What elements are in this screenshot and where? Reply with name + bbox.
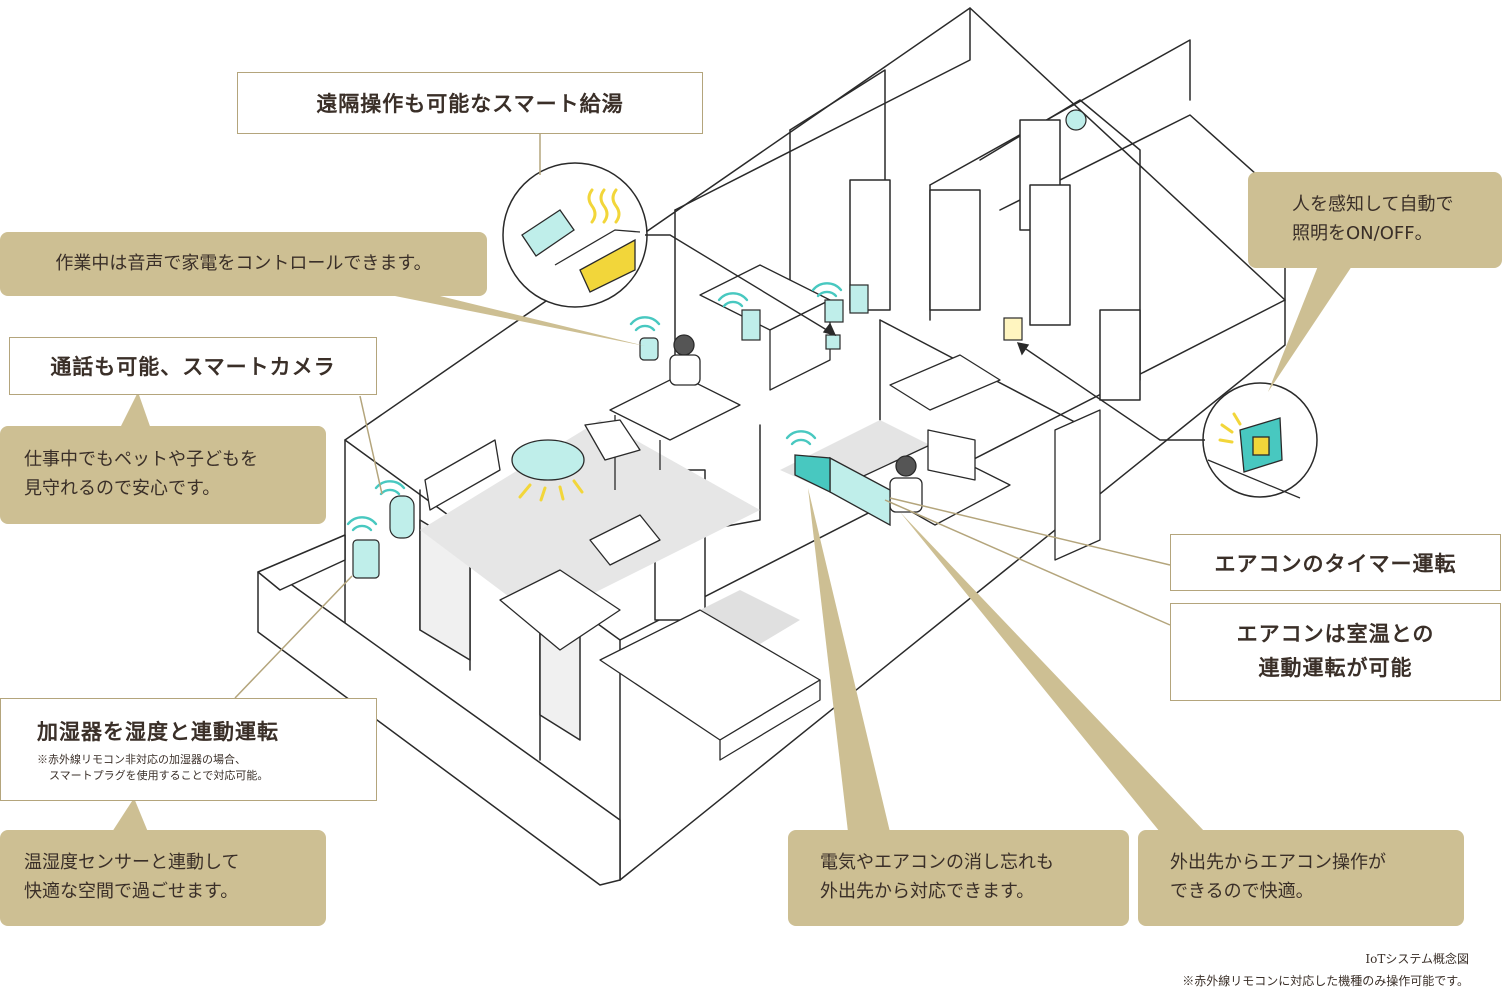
tv-stand [424,439,501,511]
sensor-light [1065,109,1087,131]
humidifier-note: ※赤外線リモコン非対応の加湿器の場合、 スマートプラグを使用することで対応可能。 [1,752,268,783]
power-off-line-2: 外出先から対応できます。 [820,881,1035,902]
dining-table [609,374,741,441]
air-conditioner [794,454,891,527]
motion-sensor [1003,317,1023,341]
humidifier-note-line-1: ※赤外線リモコン非対応の加湿器の場合、 [37,753,246,767]
hall-sensor [824,299,844,323]
smart-camera-label: 通話も可能、スマートカメラ [9,337,377,395]
smart-hot-water-label: 遠隔操作も可能なスマート給湯 [237,72,703,134]
sofa [499,569,621,651]
motion-light-line-1: 人を感知して自動で [1292,194,1454,216]
pointer-voice [395,296,645,346]
door-4 [1099,309,1141,401]
thermo-sensor-line-2: 快適な空間で過ごせます。 [24,881,239,902]
leader-camera [359,395,383,495]
ceiling-light [511,439,585,502]
ac-remote-callout: 外出先からエアコン操作が できるので快適。 [1138,830,1464,926]
voice-control-text: 作業中は音声で家電をコントロールできます。 [55,252,432,274]
camera-desc-callout: 仕事中でもペットや子どもを 見守れるので安心です。 [0,426,326,524]
sink [889,354,1001,411]
door-2 [929,189,981,311]
interior-walls [674,7,971,211]
wifi-icon [811,282,843,298]
person-desk [895,455,917,477]
hall-panel [849,284,869,314]
humidifier-note-line-2: スマートプラグを使用することで対応可能。 [49,768,269,782]
ac-timer-label: エアコンのタイマー運転 [1170,534,1501,591]
camera-desc-line-1: 仕事中でもペットや子どもを [24,449,258,471]
person-dining [673,334,695,356]
pointer-thermo [112,798,148,832]
pointer-remote [900,512,1205,832]
pointer-power [808,488,890,832]
smart-camera-text: 通話も可能、スマートカメラ [50,355,336,379]
fridge [1054,409,1101,561]
ac-linked-line-1: エアコンは室温との [1236,622,1435,647]
wifi-icon [717,292,749,308]
voice-control-callout: 作業中は音声で家電をコントロールできます。 [0,232,487,296]
pointer-motion [1268,266,1352,392]
humidifier-label: 加湿器を湿度と連動運転 ※赤外線リモコン非対応の加湿器の場合、 スマートプラグを… [0,698,377,801]
camera-device [389,495,415,539]
thermo-sensor-line-1: 温湿度センサーと連動して [24,852,240,874]
door-3 [1029,184,1071,326]
power-off-callout: 電気やエアコンの消し忘れも 外出先から対応できます。 [788,830,1129,926]
humidifier-sensor [352,539,380,579]
connector-heater [645,234,836,336]
wifi-icon [629,316,661,332]
motion-light-callout-text: 人を感知して自動で 照明をON/OFF。 [1248,172,1502,268]
ac-remote-line-2: できるので快適。 [1170,881,1314,902]
pointer-camera [118,392,152,432]
footer-note: ※赤外線リモコンに対応した機種のみ操作可能です。 [1182,974,1469,988]
connector-motion [1019,344,1205,441]
chair [584,419,641,461]
ac-linked-line-2: 連動運転が可能 [1258,656,1413,680]
motion-light-line-2: 照明をON/OFF。 [1292,223,1433,244]
plug-device [825,334,841,350]
power-off-line-1: 電気やエアコンの消し忘れも [820,852,1054,874]
wifi-icon [346,516,378,532]
kitchen-panel [741,309,761,341]
ac-linked-label: エアコンは室温との 連動運転が可能 [1170,603,1501,701]
leader-humidifier [234,575,353,699]
thermo-sensor-callout: 温湿度センサーと連動して 快適な空間で過ごせます。 [0,830,326,926]
smart-hot-water-text: 遠隔操作も可能なスマート給湯 [316,92,624,116]
camera-desc-line-2: 見守れるので安心です。 [24,478,221,499]
wifi-icon [785,430,817,446]
leader-ac-timer [889,497,1171,566]
humidifier-text: 加湿器を湿度と連動運転 [37,720,279,745]
voice-speaker [639,337,659,361]
diagram-caption: IoTシステム概念図 [1365,952,1469,966]
ac-remote-line-1: 外出先からエアコン操作が [1170,852,1386,874]
floor-shade-living [420,420,760,620]
leader-ac-linked [884,499,1171,626]
monitor [927,429,976,481]
ac-timer-text: エアコンのタイマー運転 [1214,551,1457,576]
